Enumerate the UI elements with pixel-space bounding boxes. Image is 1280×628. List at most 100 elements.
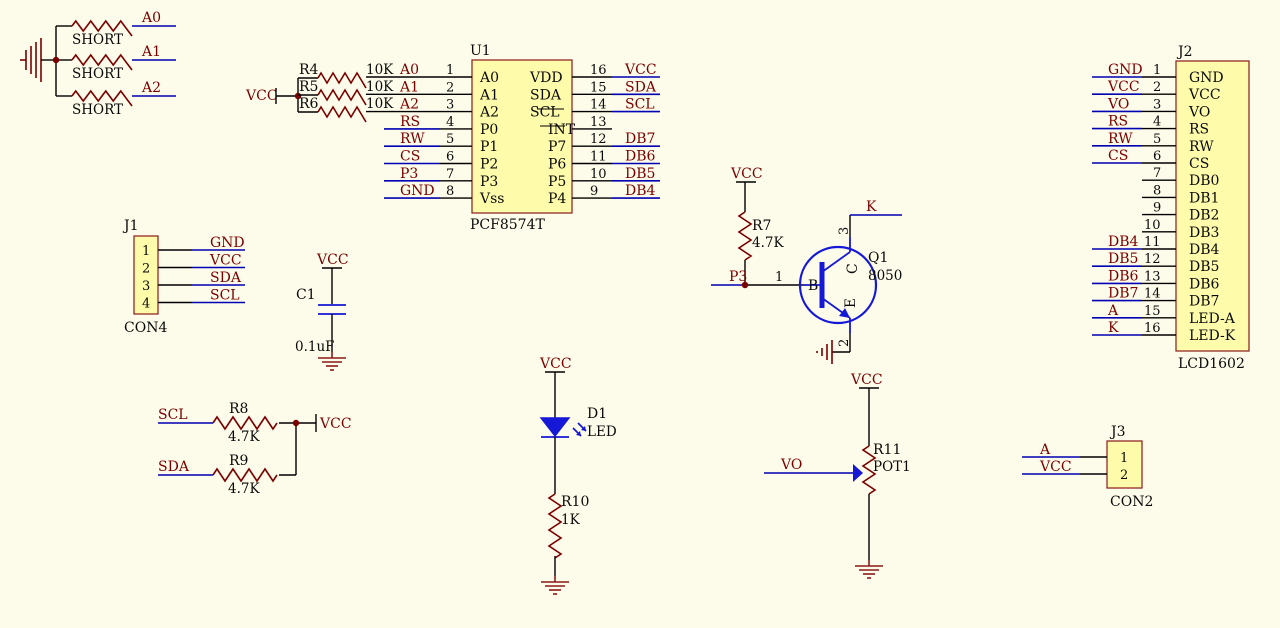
r7-net: VCC <box>730 166 763 182</box>
u1-pin-net: GND <box>400 183 435 199</box>
j2-pin-number: 4 <box>1153 115 1161 130</box>
j2-pin-net: VO <box>1107 96 1129 112</box>
j2-ref: J2 <box>1176 44 1193 60</box>
j2-pin-name: LED-A <box>1189 311 1236 327</box>
u1-pin-number: 16 <box>590 63 607 78</box>
j2-pin-name: GND <box>1189 70 1224 86</box>
u1-pin-net: SDA <box>625 79 657 95</box>
r9-net: SDA <box>158 459 190 475</box>
u1-pin-name: P2 <box>480 157 498 173</box>
j1-pin-net: SDA <box>210 270 242 286</box>
u1-pin-name: P0 <box>480 122 498 138</box>
j2-pin-net: DB6 <box>1108 268 1139 284</box>
pullup-power-label: VCC <box>245 88 278 104</box>
r9-ref: R9 <box>229 453 248 469</box>
contrast-pot: VCC VO R11 POT1 <box>764 372 911 579</box>
u1-pin-net: RS <box>400 114 420 130</box>
pullup-ref: R6 <box>299 96 319 112</box>
u1-pin-name: P4 <box>548 191 566 207</box>
jumper-net-label: A1 <box>141 44 161 60</box>
pullup-zigzag <box>317 71 367 89</box>
u1-pin-name: P1 <box>480 139 498 155</box>
u1-pin-net: RW <box>400 131 425 147</box>
j2-pin-number: 16 <box>1144 321 1161 336</box>
u1-pin-name: P6 <box>548 157 566 173</box>
j2-part: LCD1602 <box>1178 356 1245 372</box>
j2-pin-net: A <box>1107 303 1119 319</box>
j2-pin-number: 10 <box>1144 218 1161 233</box>
pullup-ref: R4 <box>299 62 319 78</box>
u1-pin-net: P3 <box>400 166 418 182</box>
c1-net: VCC <box>316 252 349 268</box>
j3-body <box>1106 440 1143 489</box>
j2-pin-number: 14 <box>1144 287 1161 302</box>
j1-pin-number: 1 <box>142 244 150 259</box>
u1-pin-number: 9 <box>590 184 598 199</box>
j2-pin-number: 2 <box>1153 80 1161 95</box>
u1-pin-name: P5 <box>548 174 566 190</box>
j2-pin-net: K <box>1108 320 1119 336</box>
u1-pin-number: 4 <box>446 115 454 130</box>
u1-pin-number: 7 <box>446 167 454 182</box>
j2-pin-name: CS <box>1189 156 1209 172</box>
j2-pin-net: DB7 <box>1108 286 1138 302</box>
j2-pin-net: RS <box>1108 114 1128 130</box>
j2-pin-number: 13 <box>1144 269 1161 284</box>
j2-pin-number: 1 <box>1153 63 1161 78</box>
j2-pin-number: 3 <box>1153 97 1161 112</box>
j3-pin-number: 2 <box>1120 468 1128 483</box>
q1-base-net: P3 <box>729 269 747 285</box>
u1-part: PCF8574T <box>470 217 545 233</box>
u1-pin-net: DB6 <box>625 149 656 165</box>
j2-pin-number: 9 <box>1153 201 1161 216</box>
i2c-power-label: VCC <box>319 416 352 432</box>
q1-base-pin: 1 <box>775 270 783 285</box>
u1-pin-name: A1 <box>479 87 499 103</box>
j2-pin-number: 11 <box>1144 235 1161 250</box>
u1-pin-net: A1 <box>399 79 419 95</box>
j1-pin-net: VCC <box>209 253 242 269</box>
u1-pin-net: CS <box>400 149 420 165</box>
u1-pin-net: A0 <box>399 62 419 78</box>
r10-value: 1K <box>561 512 581 528</box>
j2-pin-net: CS <box>1108 148 1128 164</box>
r8-net: SCL <box>158 407 188 423</box>
r8-value: 4.7K <box>228 429 260 445</box>
q1-collector-net: K <box>866 199 877 215</box>
q1-c-label: C <box>845 263 861 274</box>
r9-value: 4.7K <box>228 481 260 497</box>
c1-value: 0.1uF <box>295 339 335 355</box>
pullup-value: 10K <box>366 96 394 112</box>
r8-ref: R8 <box>229 401 248 417</box>
u1-pin-name: A0 <box>479 70 499 86</box>
u1-ref: U1 <box>470 43 491 59</box>
j1-pin-number: 3 <box>142 279 150 294</box>
i2c-pullups: SCL R8 4.7K SDA R9 4.7K VCC <box>158 401 352 497</box>
j3-ref: J3 <box>1109 424 1126 440</box>
j2-pin-number: 7 <box>1153 166 1161 181</box>
u1-pin-name: SDA <box>530 87 562 103</box>
j3-pin-net: A <box>1039 442 1051 458</box>
u1-pin-number: 14 <box>590 98 607 113</box>
j1-part: CON4 <box>124 320 167 336</box>
u1-pin-name: P3 <box>480 174 498 190</box>
q1-e-label: E <box>843 298 859 308</box>
u1-pin-number: 10 <box>590 167 607 182</box>
j2-pin-name: DB1 <box>1189 190 1219 206</box>
j2-pin-net: DB4 <box>1108 234 1139 250</box>
r7-ref: R7 <box>752 218 771 234</box>
j2-pin-name: DB5 <box>1189 259 1219 275</box>
u1-pin-name: A2 <box>479 105 499 121</box>
d1-value: LED <box>587 424 617 440</box>
c1-capacitor: VCC C1 0.1uF <box>295 252 349 371</box>
q1-body <box>798 245 878 325</box>
j2-body <box>1175 60 1250 352</box>
u1-pin-number: 2 <box>446 80 454 95</box>
u1-pin-number: 1 <box>446 63 454 78</box>
q1-part: 8050 <box>868 268 902 284</box>
u1-pin-net: VCC <box>624 62 657 78</box>
